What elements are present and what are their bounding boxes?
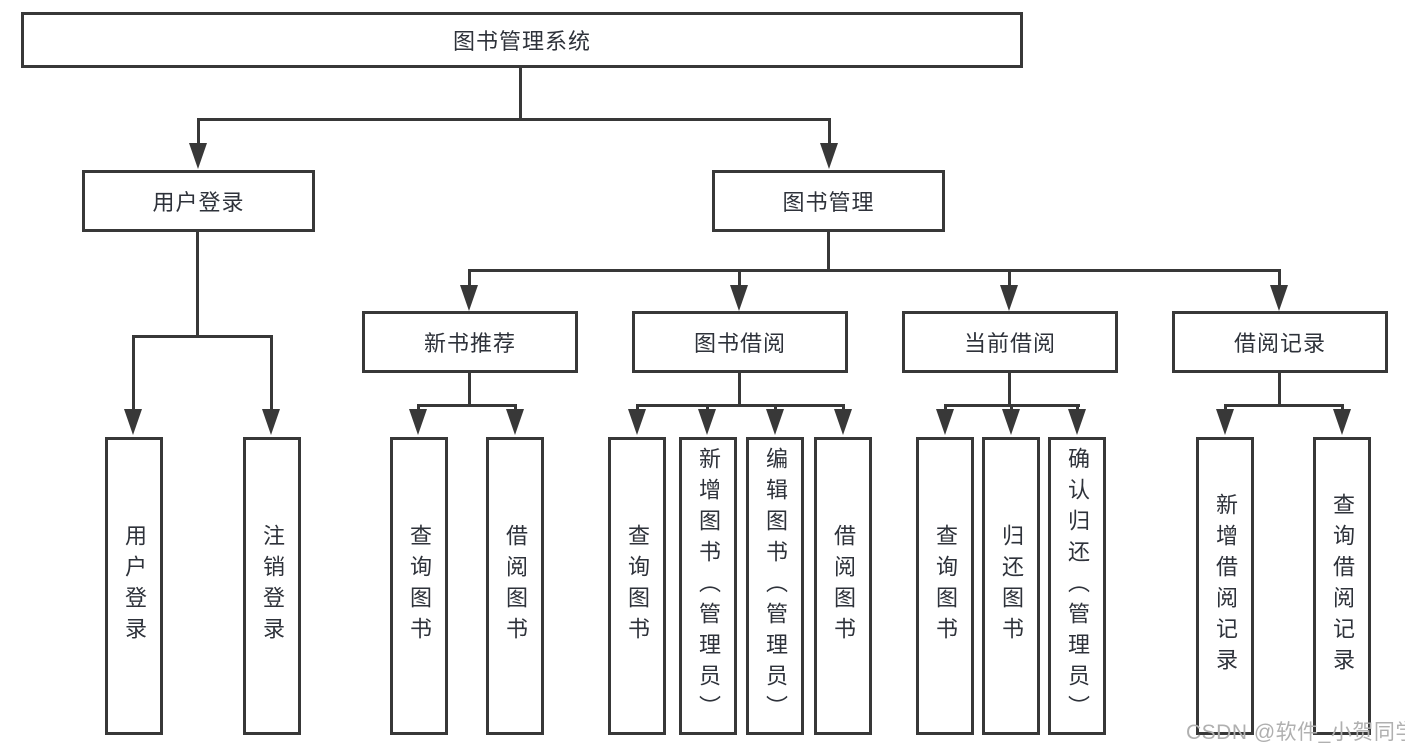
connector-drop-br-add [1224, 404, 1227, 410]
node-new-book-rec-label: 新书推荐 [423, 331, 516, 356]
leaf-user-login-label: 用户登录 [122, 524, 147, 648]
leaf-query-books-current-label: 查询图书 [933, 524, 958, 648]
arrow-to-bb-query [628, 409, 646, 435]
node-book-mgmt-label: 图书管理 [782, 190, 875, 215]
connector-new-book-rail [417, 404, 517, 407]
connector-level3-rail [468, 269, 1281, 272]
leaf-logout: 注销登录 [243, 437, 301, 735]
connector-root-stem [519, 68, 522, 119]
connector-drop-cb-confirm [1076, 404, 1079, 410]
arrow-to-bb-edit [766, 409, 784, 435]
connector-drop-bb-edit [774, 404, 777, 410]
connector-drop-bb-borrow [842, 404, 845, 410]
arrow-to-new-book [460, 285, 478, 311]
connector-drop-bb-query [636, 404, 639, 410]
connector-drop-book-mgmt [828, 118, 831, 144]
leaf-query-borrow-record: 查询借阅记录 [1313, 437, 1371, 735]
leaf-add-books-admin: 新增图书（管理员） [679, 437, 737, 735]
connector-book-borrow-stem [738, 373, 741, 407]
connector-drop-current-borrow [1008, 269, 1011, 286]
leaf-confirm-return-admin: 确认归还（管理员） [1048, 437, 1106, 735]
leaf-borrow-books: 借阅图书 [814, 437, 872, 735]
connector-drop-bb-add [706, 404, 709, 410]
leaf-return-books: 归还图书 [982, 437, 1040, 735]
leaf-borrow-books-rec-label: 借阅图书 [503, 524, 528, 648]
arrow-to-cb-return [1002, 409, 1020, 435]
arrow-to-bb-borrow [834, 409, 852, 435]
connector-drop-user-login [197, 118, 200, 144]
connector-new-book-stem [468, 373, 471, 407]
arrow-to-br-add [1216, 409, 1234, 435]
leaf-add-borrow-record: 新增借阅记录 [1196, 437, 1254, 735]
node-borrow-records-label: 借阅记录 [1233, 331, 1326, 356]
connector-drop-new-book [468, 269, 471, 286]
leaf-confirm-return-admin-label: 确认归还（管理员） [1065, 446, 1090, 726]
connector-borrow-records-stem [1278, 373, 1281, 407]
node-book-borrow: 图书借阅 [632, 311, 848, 373]
connector-drop-leaf-login [132, 335, 135, 410]
node-current-borrow-label: 当前借阅 [963, 331, 1056, 356]
leaf-query-books-rec: 查询图书 [390, 437, 448, 735]
connector-drop-book-borrow [738, 269, 741, 286]
arrow-to-bb-add [698, 409, 716, 435]
connector-drop-nb-query [417, 404, 420, 410]
connector-user-login-stem [196, 232, 199, 338]
arrow-to-br-query [1333, 409, 1351, 435]
arrow-to-book-borrow [730, 285, 748, 311]
arrow-to-current-borrow [1000, 285, 1018, 311]
connector-user-group-rail [132, 335, 273, 338]
arrow-to-book-mgmt [820, 143, 838, 169]
leaf-user-login: 用户登录 [105, 437, 163, 735]
connector-drop-br-query [1341, 404, 1344, 410]
connector-drop-cb-query [944, 404, 947, 410]
node-borrow-records: 借阅记录 [1172, 311, 1388, 373]
arrow-to-nb-borrow [506, 409, 524, 435]
arrow-to-cb-confirm [1068, 409, 1086, 435]
connector-level2-rail [197, 118, 831, 121]
arrow-to-cb-query [936, 409, 954, 435]
connector-current-borrow-stem [1008, 373, 1011, 407]
connector-drop-nb-borrow [514, 404, 517, 410]
arrow-to-borrow-records [1270, 285, 1288, 311]
connector-borrow-records-rail [1224, 404, 1344, 407]
connector-drop-leaf-logout [270, 335, 273, 410]
node-user-login-label: 用户登录 [152, 190, 245, 215]
node-root: 图书管理系统 [21, 12, 1023, 68]
connector-drop-cb-return [1010, 404, 1013, 410]
leaf-edit-books-admin: 编辑图书（管理员） [746, 437, 804, 735]
connector-book-borrow-rail [636, 404, 845, 407]
leaf-borrow-books-rec: 借阅图书 [486, 437, 544, 735]
leaf-query-books-current: 查询图书 [916, 437, 974, 735]
leaf-logout-label: 注销登录 [260, 524, 285, 648]
arrow-to-leaf-logout [262, 409, 280, 435]
node-user-login: 用户登录 [82, 170, 315, 232]
csdn-watermark: CSDN @软件_小贺同学 [1186, 721, 1405, 744]
connector-book-mgmt-stem [827, 232, 830, 272]
leaf-query-books-borrow-label: 查询图书 [625, 524, 650, 648]
leaf-add-borrow-record-label: 新增借阅记录 [1213, 493, 1238, 679]
node-root-label: 图书管理系统 [452, 29, 591, 54]
leaf-add-books-admin-label: 新增图书（管理员） [696, 446, 721, 726]
leaf-query-books-borrow: 查询图书 [608, 437, 666, 735]
leaf-edit-books-admin-label: 编辑图书（管理员） [763, 446, 788, 726]
node-book-mgmt: 图书管理 [712, 170, 945, 232]
arrow-to-leaf-login [124, 409, 142, 435]
node-current-borrow: 当前借阅 [902, 311, 1118, 373]
arrow-to-user-login [189, 143, 207, 169]
arrow-to-nb-query [409, 409, 427, 435]
node-new-book-rec: 新书推荐 [362, 311, 578, 373]
leaf-query-borrow-record-label: 查询借阅记录 [1330, 493, 1355, 679]
connector-drop-borrow-records [1278, 269, 1281, 286]
node-book-borrow-label: 图书借阅 [693, 331, 786, 356]
leaf-query-books-rec-label: 查询图书 [407, 524, 432, 648]
leaf-borrow-books-label: 借阅图书 [831, 524, 856, 648]
leaf-return-books-label: 归还图书 [999, 524, 1024, 648]
